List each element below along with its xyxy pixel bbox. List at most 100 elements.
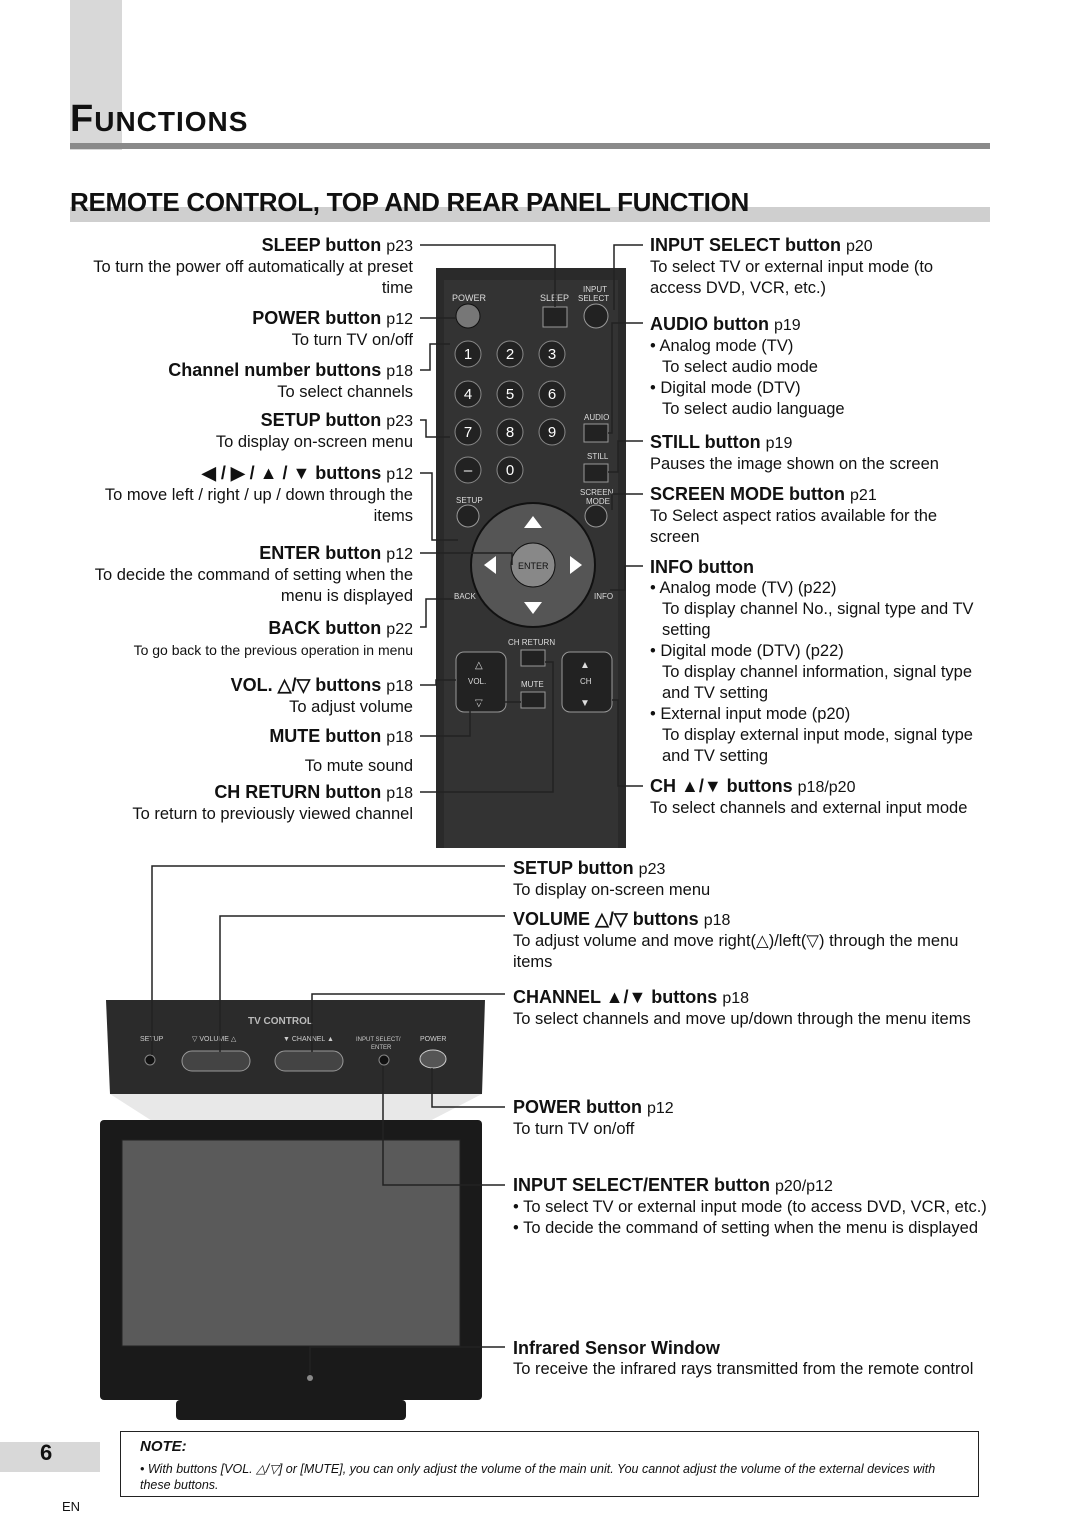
- remote-up-arrow: [524, 516, 542, 528]
- tv-panel-title: TV CONTROL: [248, 1016, 313, 1027]
- remote-digit-key: [454, 418, 482, 446]
- tv-stand: [176, 1400, 406, 1420]
- page-title: FUNCTIONS: [70, 98, 249, 140]
- note-text: • With buttons [VOL. △/▽] or [MUTE], you…: [140, 1462, 936, 1492]
- remote-digit-key: [538, 380, 566, 408]
- right-leader-lines: [608, 244, 643, 787]
- remote-input-button: [583, 303, 609, 329]
- item-arrows: ◀ / ▶ / ▲ / ▼ buttons p12 To move left /…: [104, 463, 413, 525]
- remote-input-label: INPUT: [583, 285, 607, 294]
- remote-setup-button: [456, 504, 480, 528]
- left-leader-lines: [420, 244, 556, 793]
- remote-enter-label: ENTER: [518, 561, 549, 571]
- remote-digit-key: [538, 340, 566, 368]
- section-subtitle: REMOTE CONTROL, TOP AND REAR PANEL FUNCT…: [70, 187, 750, 217]
- remote-ch-down: ▼: [580, 698, 590, 709]
- remote-digit-label: 9: [548, 424, 556, 441]
- remote-digit-label: 3: [548, 346, 556, 363]
- remote-vol-rocker: [455, 651, 507, 713]
- item-mute: MUTE button p18 To mute sound: [269, 726, 413, 775]
- remote-screen-label: SCREEN: [580, 488, 614, 497]
- remote-digit-label: 4: [464, 386, 472, 403]
- item-sleep: SLEEP button p23 To turn the power off a…: [73, 235, 413, 299]
- remote-digit-key: [496, 380, 524, 408]
- bottom-leader-lines: [151, 865, 505, 1374]
- item-tv-setup: SETUP button p23 To display on-screen me…: [513, 858, 711, 899]
- item-vol: VOL. △/▽ buttons p18 To adjust volume: [230, 675, 413, 716]
- tv-input-button: [378, 1054, 390, 1066]
- remote-digit-key: [454, 380, 482, 408]
- remote-audio-label: AUDIO: [584, 413, 609, 422]
- remote-right-arrow: [570, 556, 582, 574]
- tv-setup-button: [144, 1054, 156, 1066]
- remote-mute-label: MUTE: [521, 680, 544, 689]
- remote-mode-label: MODE: [586, 497, 610, 506]
- title-rule: [70, 143, 990, 149]
- remote-digit-label: 0: [506, 462, 514, 479]
- remote-left-arrow: [484, 556, 496, 574]
- tv-volume-label: ▽ VOLUME △: [192, 1036, 237, 1043]
- remote-digit-label: 8: [506, 424, 514, 441]
- remote-info-label: INFO: [594, 592, 613, 601]
- tv-enter-label: ENTER: [371, 1045, 392, 1051]
- tv-ir-sensor: [307, 1375, 313, 1381]
- remote-digit-key: [496, 456, 524, 484]
- remote-digit-label: –: [464, 462, 473, 479]
- remote-digit-label: 5: [506, 386, 514, 403]
- remote-digit-keys: 1 2 3 4 5 6 7 8 9 – 0: [454, 340, 566, 484]
- remote-digit-key: [496, 418, 524, 446]
- remote-chreturn-label: CH RETURN: [508, 638, 555, 647]
- remote-digit-label: 1: [464, 346, 472, 363]
- item-enter: ENTER button p12 To decide the command o…: [94, 543, 413, 605]
- item-tv-volume: VOLUME △/▽ buttons p18 To adjust volume …: [513, 909, 959, 971]
- page-tab: [0, 1442, 100, 1472]
- item-ir-sensor: Infrared Sensor Window To receive the in…: [513, 1338, 974, 1378]
- item-tv-power: POWER button p12 To turn TV on/off: [513, 1097, 674, 1138]
- remote-select-label: SELECT: [578, 294, 609, 303]
- item-tv-input-enter: INPUT SELECT/ENTER button p20/p12 • To s…: [513, 1175, 987, 1237]
- item-info: INFO button • Analog mode (TV) (p22) To …: [650, 557, 974, 765]
- sleep-label: SLEEP button: [261, 235, 382, 255]
- remote-mute-button: [520, 691, 546, 709]
- item-input-select: INPUT SELECT button p20 To select TV or …: [650, 235, 934, 297]
- item-ch: CH ▲/▼ buttons p18/p20 To select channel…: [650, 776, 968, 817]
- item-audio: AUDIO button p19 • Analog mode (TV) To s…: [650, 314, 845, 418]
- item-channel-number: Channel number buttons p18 To select cha…: [168, 360, 413, 401]
- remote-digit-label: 2: [506, 346, 514, 363]
- note-title: NOTE:: [140, 1438, 187, 1455]
- remote-power-label: POWER: [452, 293, 487, 303]
- remote-vol-label: VOL.: [468, 677, 486, 686]
- remote-vol-down: ▽: [475, 698, 483, 709]
- remote-still-button: [583, 463, 609, 483]
- sleep-desc: To turn the power off automatically at p…: [93, 258, 413, 297]
- remote-vol-up: △: [475, 660, 483, 671]
- remote-still-label: STILL: [587, 452, 609, 461]
- remote-ch-up: ▲: [580, 660, 590, 671]
- tv-channel-rocker: [274, 1050, 344, 1072]
- remote-down-arrow: [524, 602, 542, 614]
- remote-digit-key: [454, 340, 482, 368]
- remote-power-button: [455, 303, 481, 329]
- remote-audio-button: [583, 423, 609, 443]
- note-box: [120, 1431, 979, 1497]
- remote-digit-key: [496, 340, 524, 368]
- remote-back-label: BACK: [454, 592, 476, 601]
- remote-ch-rocker: [561, 651, 613, 713]
- tv-channel-label: ▼ CHANNEL ▲: [283, 1036, 334, 1043]
- remote-digit-label: 7: [464, 424, 472, 441]
- remote-digit-key: [454, 456, 482, 484]
- item-still: STILL button p19 Pauses the image shown …: [650, 432, 939, 473]
- remote-screenmode-button: [584, 504, 608, 528]
- tv-volume-rocker: [181, 1050, 251, 1072]
- remote-chreturn-button: [520, 649, 546, 667]
- remote-digit-key: [538, 418, 566, 446]
- page-lang: EN: [62, 1499, 81, 1514]
- header-tab: [70, 0, 122, 150]
- tv-panel-shadow: [110, 1094, 482, 1126]
- item-screen-mode: SCREEN MODE button p21 To Select aspect …: [650, 484, 938, 546]
- tv-power-label: POWER: [420, 1036, 446, 1043]
- tv-power-button: [419, 1049, 447, 1069]
- item-power: POWER button p12 To turn TV on/off: [252, 308, 413, 349]
- remote-digit-label: 6: [548, 386, 556, 403]
